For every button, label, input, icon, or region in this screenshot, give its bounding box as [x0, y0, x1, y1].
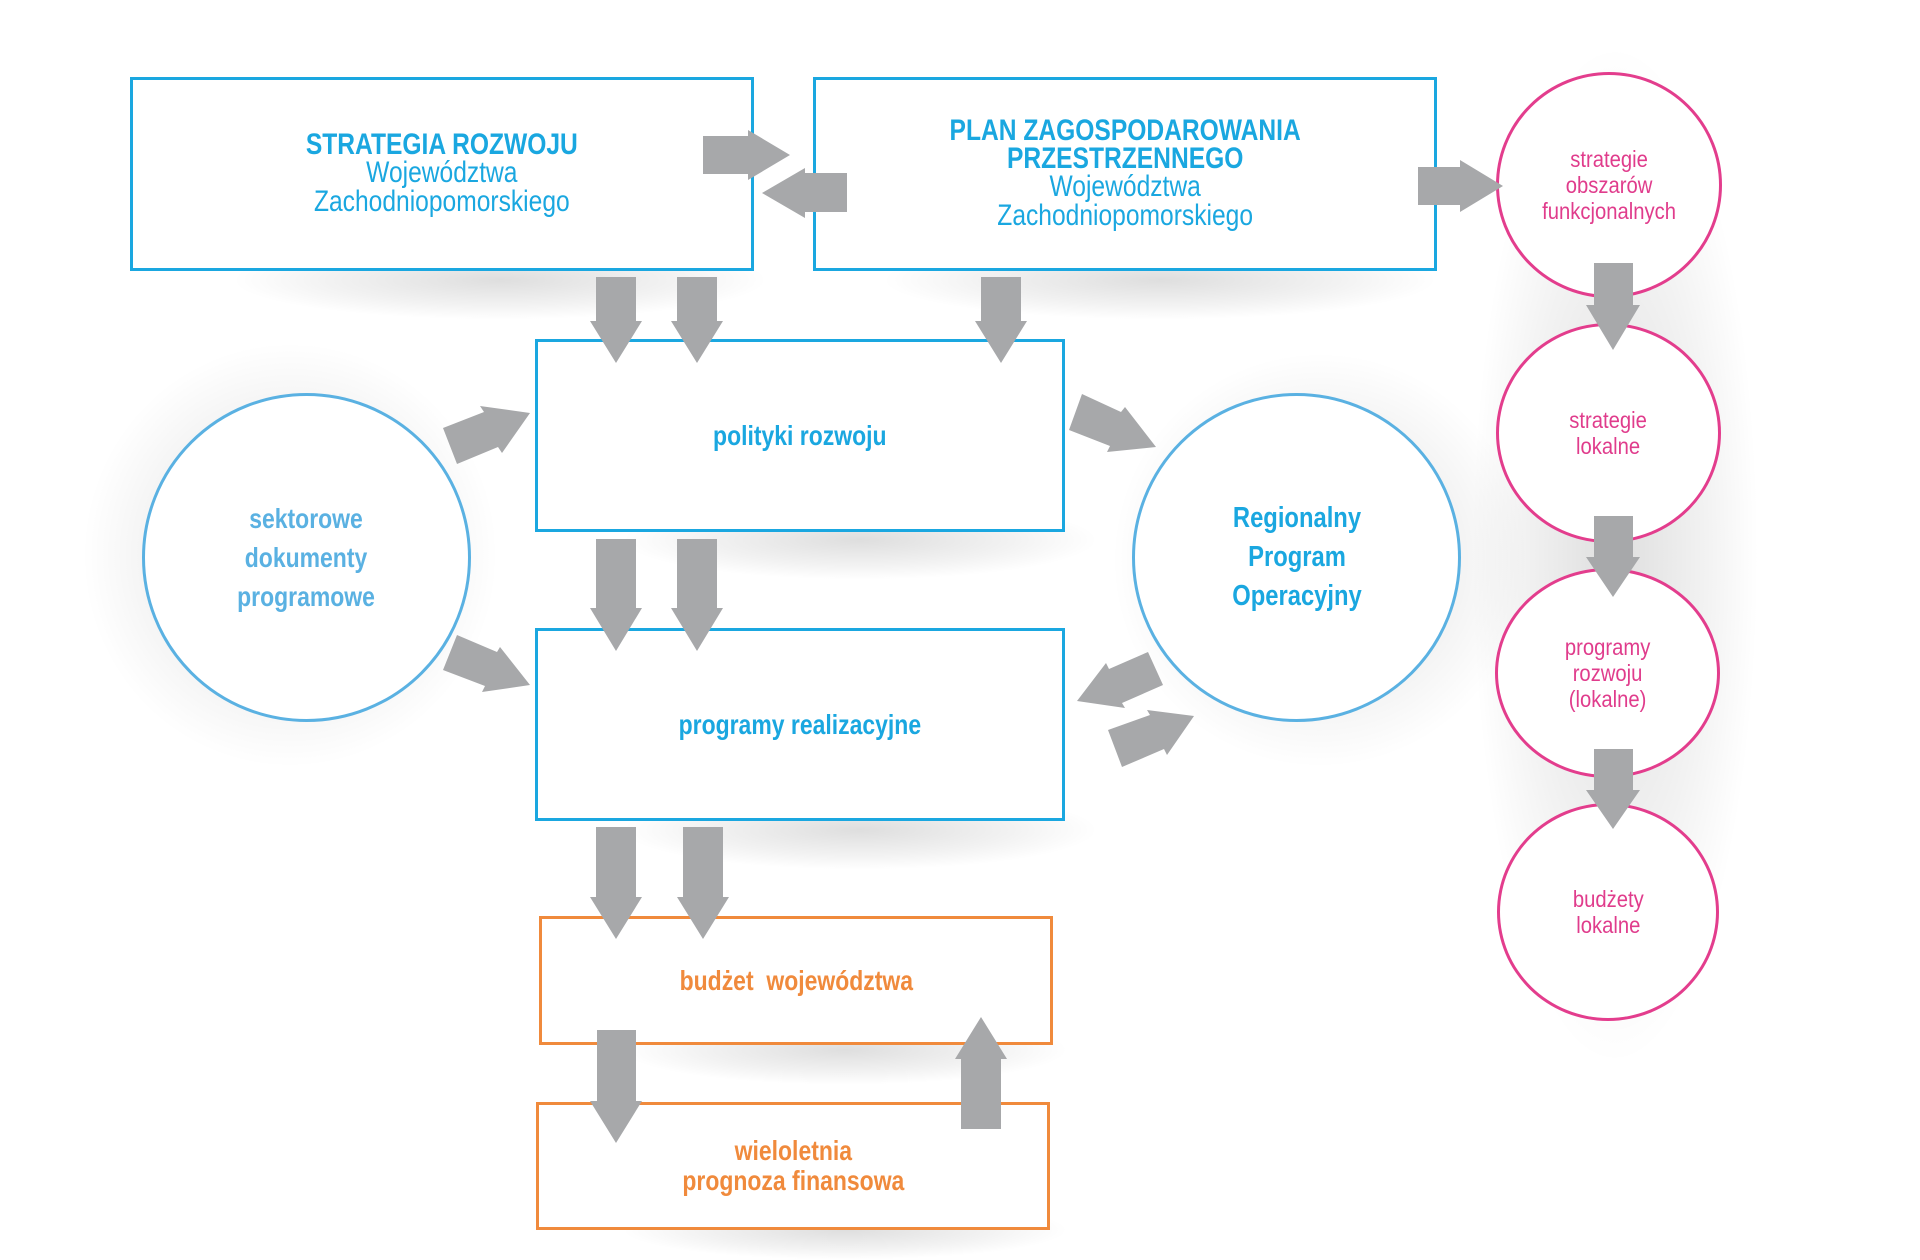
plan-zagospodarowania-box: PLAN ZAGOSPODAROWANIA PRZESTRZENNEGO Woj…	[813, 77, 1437, 271]
strategie-obszarow-line-3: funkcjonalnych	[1542, 198, 1676, 224]
sektorowe-line-2: dokumenty	[245, 542, 368, 573]
budzety-lokalne-line-1: budżety	[1572, 886, 1644, 912]
rpo-text: Regionalny Program Operacyjny	[1232, 499, 1362, 616]
programy-realizacyjne-label: programy realizacyjne	[678, 708, 922, 740]
wpf-line-1: wieloletnia	[734, 1135, 852, 1166]
plan-text: PLAN ZAGOSPODAROWANIA PRZESTRZENNEGO Woj…	[949, 114, 1301, 232]
plan-title-1: PLAN ZAGOSPODAROWANIA	[949, 114, 1301, 147]
plan-subtitle-2: Zachodniopomorskiego	[997, 199, 1253, 232]
strategie-lokalne-circle: strategie lokalne	[1496, 323, 1721, 543]
strategie-lokalne-text: strategie lokalne	[1570, 407, 1648, 459]
polityki-rozwoju-box: polityki rozwoju	[535, 339, 1065, 532]
programy-rozwoju-lokalne-circle: programy rozwoju (lokalne)	[1495, 568, 1720, 778]
plan-subtitle-1: Województwa	[1049, 170, 1201, 203]
budzety-lokalne-text: budżety lokalne	[1573, 886, 1644, 938]
wieloletnia-prognoza-box: wieloletnia prognoza finansowa	[536, 1102, 1050, 1230]
plan-title-2: PRZESTRZENNEGO	[1006, 142, 1244, 175]
regionalny-program-operacyjny-circle: Regionalny Program Operacyjny	[1132, 393, 1461, 722]
budzety-lokalne-circle: budżety lokalne	[1497, 803, 1719, 1021]
programy-rozwoju-text: programy rozwoju (lokalne)	[1565, 634, 1650, 712]
budzety-lokalne-line-2: lokalne	[1575, 912, 1641, 938]
programy-rozwoju-line-3: (lokalne)	[1568, 686, 1647, 712]
sektorowe-line-1: sektorowe	[249, 503, 364, 534]
strategia-text: STRATEGIA ROZWOJU Województwa Zachodniop…	[306, 128, 578, 218]
programy-rozwoju-line-1: programy	[1564, 634, 1651, 660]
wpf-text: wieloletnia prognoza finansowa	[682, 1136, 904, 1196]
sektorowe-line-3: programowe	[237, 581, 376, 612]
strategie-obszarow-line-1: strategie	[1570, 146, 1648, 172]
arrow-diagonal-icon	[1108, 710, 1194, 767]
strategie-obszarow-text: strategie obszarów funkcjonalnych	[1542, 146, 1676, 224]
wpf-line-2: prognoza finansowa	[682, 1165, 904, 1196]
strategia-title: STRATEGIA ROZWOJU	[306, 128, 578, 161]
sektorowe-dokumenty-circle: sektorowe dokumenty programowe	[142, 393, 471, 722]
programy-rozwoju-line-2: rozwoju	[1572, 660, 1643, 686]
polityki-label: polityki rozwoju	[713, 419, 887, 451]
strategia-rozwoju-box: STRATEGIA ROZWOJU Województwa Zachodniop…	[130, 77, 754, 271]
programy-realizacyjne-box: programy realizacyjne	[535, 628, 1065, 821]
strategie-lokalne-line-2: lokalne	[1576, 433, 1641, 459]
strategie-obszarow-line-2: obszarów	[1565, 172, 1653, 198]
strategia-subtitle-1: Województwa	[366, 156, 518, 189]
sektorowe-text: sektorowe dokumenty programowe	[238, 499, 376, 616]
rpo-line-1: Regionalny	[1232, 502, 1361, 534]
strategie-obszarow-funkcjonalnych-circle: strategie obszarów funkcjonalnych	[1496, 72, 1722, 298]
strategia-subtitle-2: Zachodniopomorskiego	[314, 185, 570, 218]
rpo-line-3: Operacyjny	[1231, 580, 1362, 612]
budzet-label: budżet województwa	[679, 964, 913, 996]
strategie-lokalne-line-1: strategie	[1569, 407, 1648, 433]
arrow-diagonal-icon	[1069, 394, 1156, 452]
rpo-line-2: Program	[1247, 541, 1346, 573]
budzet-wojewodztwa-box: budżet województwa	[539, 916, 1053, 1045]
